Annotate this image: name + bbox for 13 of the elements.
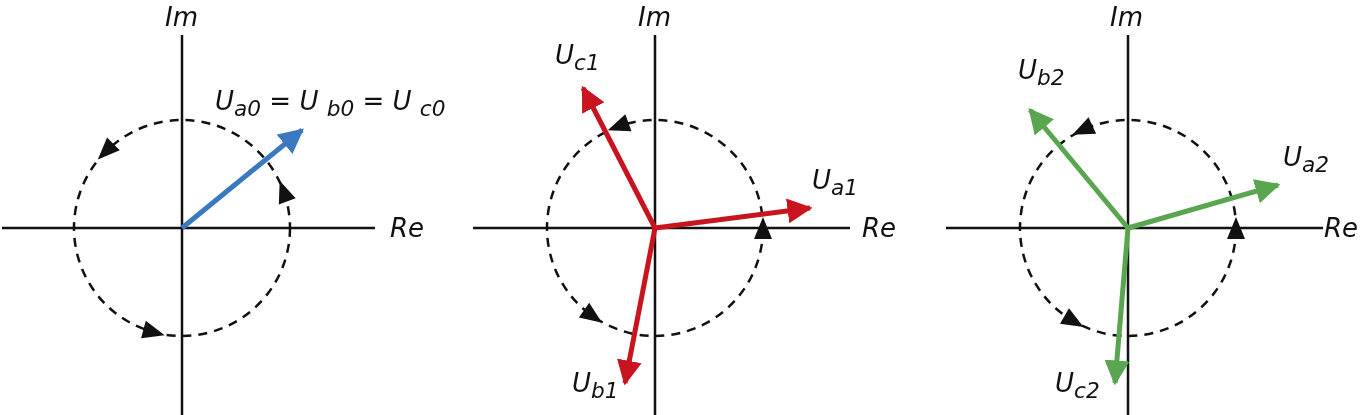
phasor-label: U$_{b2}$ <box>1018 55 1065 93</box>
phasor-label: U$_{c1}$ <box>555 40 600 78</box>
axis-label: Im <box>1110 2 1143 32</box>
phasor-label: U$_{b1}$ <box>572 368 619 406</box>
axis-label: Re <box>862 213 897 243</box>
phasor-label: U$_{a0}$ = U $_{b0}$ = U $_{c0}$ <box>215 86 446 124</box>
axis-label: Im <box>165 2 198 32</box>
axis-label: Im <box>638 2 671 32</box>
phasor-label: U$_{a2}$ <box>1283 142 1330 180</box>
phasor-label: U$_{c2}$ <box>1055 368 1100 406</box>
axis-label: Re <box>390 213 425 243</box>
phasor-label: U$_{a1}$ <box>812 165 859 203</box>
axis-label: Re <box>1324 213 1359 243</box>
